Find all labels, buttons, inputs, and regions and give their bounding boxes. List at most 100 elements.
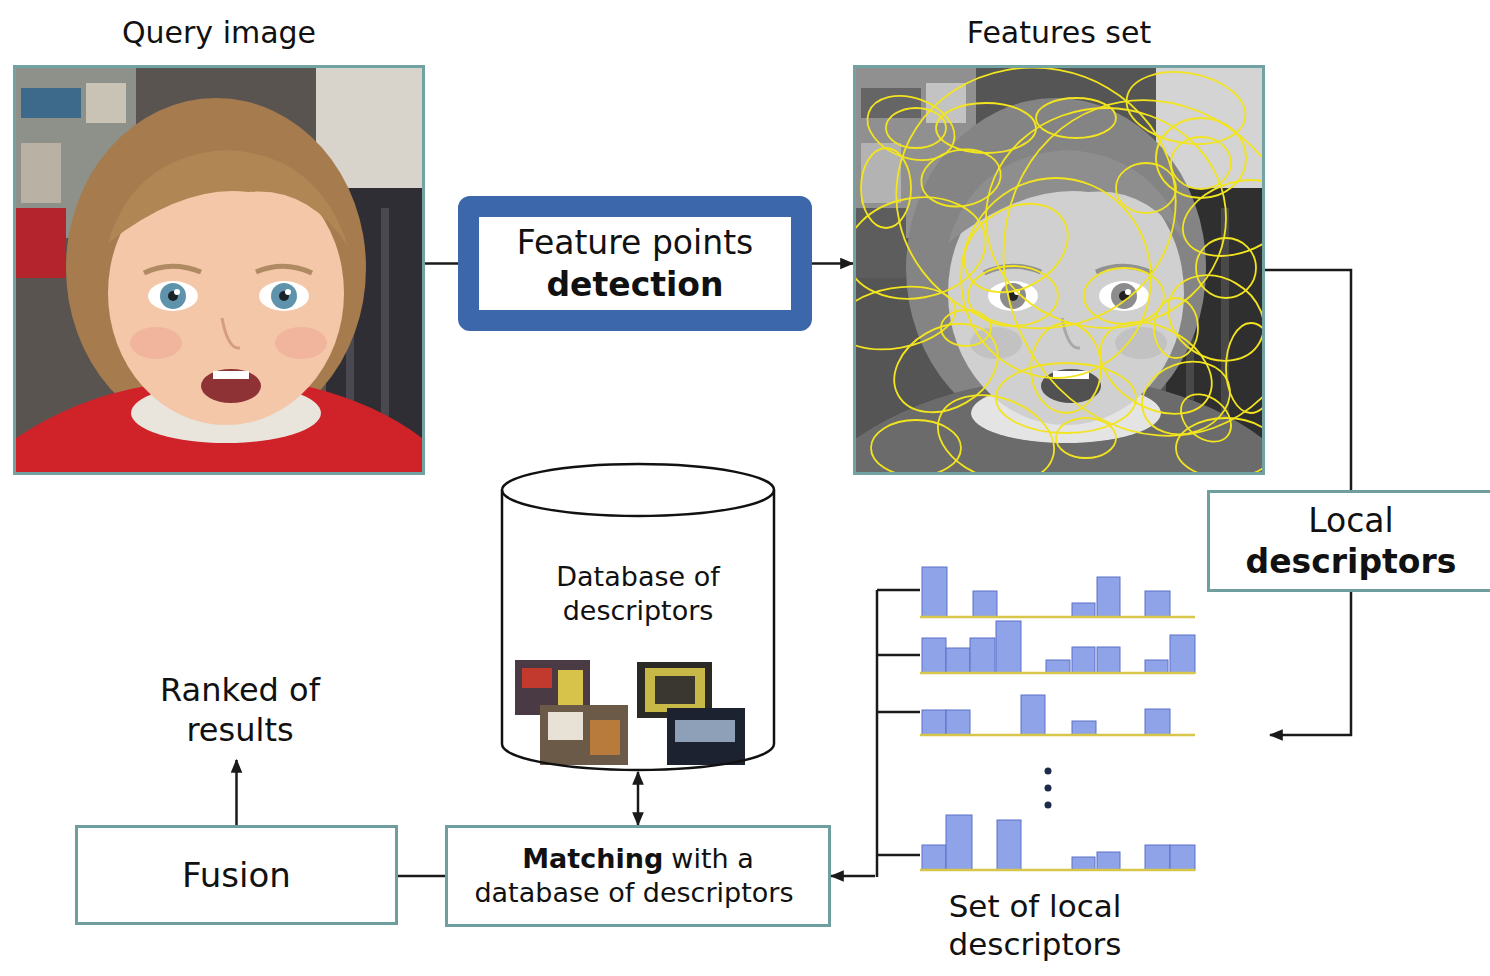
cylinder-body — [502, 490, 774, 770]
descriptor-histograms — [946, 648, 970, 673]
node-label: Ranked of results — [140, 670, 340, 750]
descriptor-histograms — [1097, 852, 1120, 870]
feature-ellipses — [1196, 238, 1256, 298]
descriptor-histograms — [1145, 845, 1170, 870]
connector — [637, 772, 640, 825]
database-thumbnails — [540, 705, 628, 765]
query-photo — [16, 68, 422, 472]
feature-ellipses — [1172, 385, 1241, 452]
process-box: Feature pointsdetection — [458, 196, 812, 331]
node-label: Feature points — [517, 222, 754, 263]
descriptor-histograms — [1145, 709, 1170, 735]
node-text: Localdescriptors — [1246, 500, 1457, 583]
feature-ellipses — [1116, 163, 1176, 213]
descriptor-histograms — [922, 567, 1195, 870]
database-thumbnails — [675, 720, 735, 742]
database-thumbnails — [655, 676, 695, 704]
descriptor-histograms — [922, 567, 947, 617]
node-text: Set of local descriptors — [875, 887, 1195, 965]
descriptor-histograms — [1021, 695, 1045, 735]
node-label: Database of descriptors — [523, 560, 753, 628]
descriptor-histograms — [946, 815, 972, 870]
node-label: descriptors — [1246, 541, 1457, 582]
descriptor-bracket — [877, 854, 920, 857]
feature-ellipses — [876, 68, 1197, 350]
descriptor-histograms — [920, 869, 1195, 872]
node-label: Set of local descriptors — [875, 887, 1195, 965]
connector — [812, 262, 853, 265]
feature-ellipses — [878, 306, 1013, 430]
descriptor-histograms — [1072, 647, 1095, 673]
descriptor-histograms — [1046, 660, 1070, 673]
connector — [398, 875, 445, 878]
descriptor-histograms — [1072, 857, 1095, 870]
descriptor-histograms — [1045, 802, 1052, 809]
descriptor-histograms — [1072, 721, 1096, 735]
connector — [1270, 592, 1351, 735]
connector — [1265, 270, 1351, 490]
database-thumbnails — [645, 668, 705, 712]
connector — [425, 262, 458, 265]
descriptor-bracket — [877, 589, 920, 592]
descriptor-histograms — [1072, 603, 1095, 617]
descriptor-bracket — [877, 590, 920, 877]
descriptor-histograms — [1097, 577, 1120, 617]
descriptor-histograms — [970, 638, 995, 673]
descriptor-histograms — [973, 591, 997, 617]
node-text: Matchingwith a database of descriptors — [471, 842, 806, 910]
feature-ellipses — [1036, 98, 1116, 138]
feature-ellipses — [1084, 268, 1164, 324]
feature-ellipses — [871, 420, 961, 472]
node-text: Ranked of results — [140, 670, 340, 750]
descriptor-histograms — [997, 820, 1021, 870]
process-box: Localdescriptors — [1207, 490, 1490, 592]
feature-ellipses — [1172, 166, 1262, 269]
feature-ellipses — [861, 148, 911, 228]
node-text: Feature pointsdetection — [517, 222, 754, 305]
descriptor-histograms — [1170, 635, 1195, 673]
descriptor-bracket — [876, 590, 879, 877]
feature-ellipses — [1056, 418, 1116, 458]
image-frame: Query image — [13, 65, 425, 475]
database-thumbnails — [667, 708, 745, 765]
image-heading: Features set — [796, 14, 1322, 52]
cylinder-top — [502, 464, 774, 516]
node-text: Fusion — [182, 854, 291, 897]
node-label: Matching — [522, 843, 663, 874]
database-thumbnails — [548, 712, 583, 740]
descriptor-histograms — [922, 845, 946, 870]
feature-ellipses — [856, 68, 1262, 472]
descriptor-histograms — [920, 672, 1195, 675]
descriptor-histograms — [1145, 591, 1170, 617]
descriptor-bracket — [877, 654, 920, 657]
descriptor-histograms — [920, 617, 1195, 870]
descriptor-histograms — [1045, 768, 1052, 775]
image-frame: Features set — [853, 65, 1265, 475]
node-label: Fusion — [182, 854, 291, 897]
feature-ellipses — [986, 108, 1226, 328]
result-label: Ranked of results — [140, 660, 340, 760]
feature-ellipses — [936, 103, 1036, 153]
descriptor-histograms — [946, 710, 970, 735]
database-cylinder: Database of descriptors — [500, 462, 776, 772]
descriptor-histograms — [1170, 845, 1195, 870]
descriptor-histograms — [1145, 660, 1168, 673]
descriptor-histograms — [920, 616, 1195, 619]
feature-ellipses — [926, 380, 1066, 472]
feature-ellipses — [961, 178, 1151, 378]
node-text: Query image — [0, 14, 482, 52]
feature-ellipses — [941, 310, 991, 346]
node-label: Local — [1246, 500, 1457, 541]
connector — [831, 875, 875, 878]
database-thumbnails — [515, 660, 745, 765]
descriptor-set: Set of local descriptors — [875, 560, 1270, 970]
descriptor-bracket — [877, 711, 920, 714]
descriptor-histograms — [920, 734, 1195, 737]
database-thumbnails — [558, 670, 583, 705]
feature-ellipses — [917, 143, 1006, 212]
connector — [235, 760, 238, 825]
feature-ellipses — [1171, 137, 1231, 189]
descriptor-histograms — [1045, 785, 1052, 792]
node-label: detection — [517, 264, 754, 305]
